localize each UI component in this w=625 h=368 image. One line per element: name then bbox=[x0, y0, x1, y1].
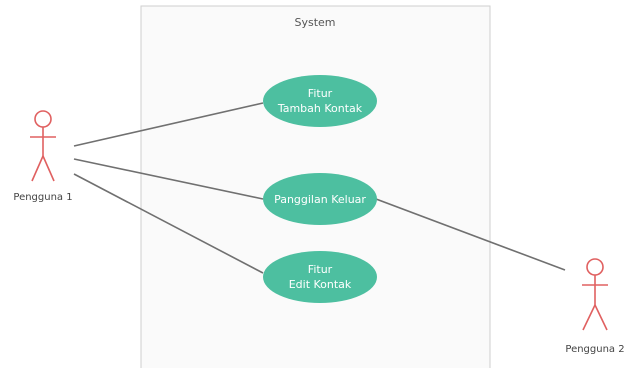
association-line-a1-uc3 bbox=[73, 173, 264, 274]
use-case-uc1-label-line2: Tambah Kontak bbox=[277, 102, 363, 115]
actor-label-pengguna-2: Pengguna 2 bbox=[565, 344, 624, 355]
use-case-uc3-label-line2: Edit Kontak bbox=[289, 278, 352, 291]
association-line-a1-uc1 bbox=[73, 102, 264, 147]
use-case-uc2-ellipse[interactable] bbox=[263, 173, 377, 225]
use-case-uc3-label-line1: Fitur bbox=[308, 263, 333, 276]
actor-pengguna-2[interactable]: Pengguna 2 bbox=[565, 258, 625, 355]
use-case-uc1[interactable]: Fitur Tambah Kontak bbox=[263, 75, 377, 127]
actor-pengguna-1[interactable]: Pengguna 1 bbox=[13, 110, 73, 203]
association-line-a2-uc2 bbox=[375, 198, 566, 271]
use-case-uc1-label-line1: Fitur bbox=[308, 87, 333, 100]
use-case-uc2[interactable]: Panggilan Keluar bbox=[263, 173, 377, 225]
stick-figure-icon bbox=[582, 258, 608, 331]
actor-label-pengguna-1: Pengguna 1 bbox=[13, 192, 72, 203]
use-case-uc3[interactable]: Fitur Edit Kontak bbox=[263, 251, 377, 303]
association-line-a1-uc2 bbox=[73, 158, 264, 200]
association-lines bbox=[73, 102, 566, 274]
system-title: System bbox=[294, 16, 335, 29]
stick-figure-icon bbox=[30, 110, 56, 182]
use-case-uc2-label-line1: Panggilan Keluar bbox=[274, 193, 366, 206]
use-case-uc3-ellipse[interactable] bbox=[263, 251, 377, 303]
use-case-uc1-ellipse[interactable] bbox=[263, 75, 377, 127]
